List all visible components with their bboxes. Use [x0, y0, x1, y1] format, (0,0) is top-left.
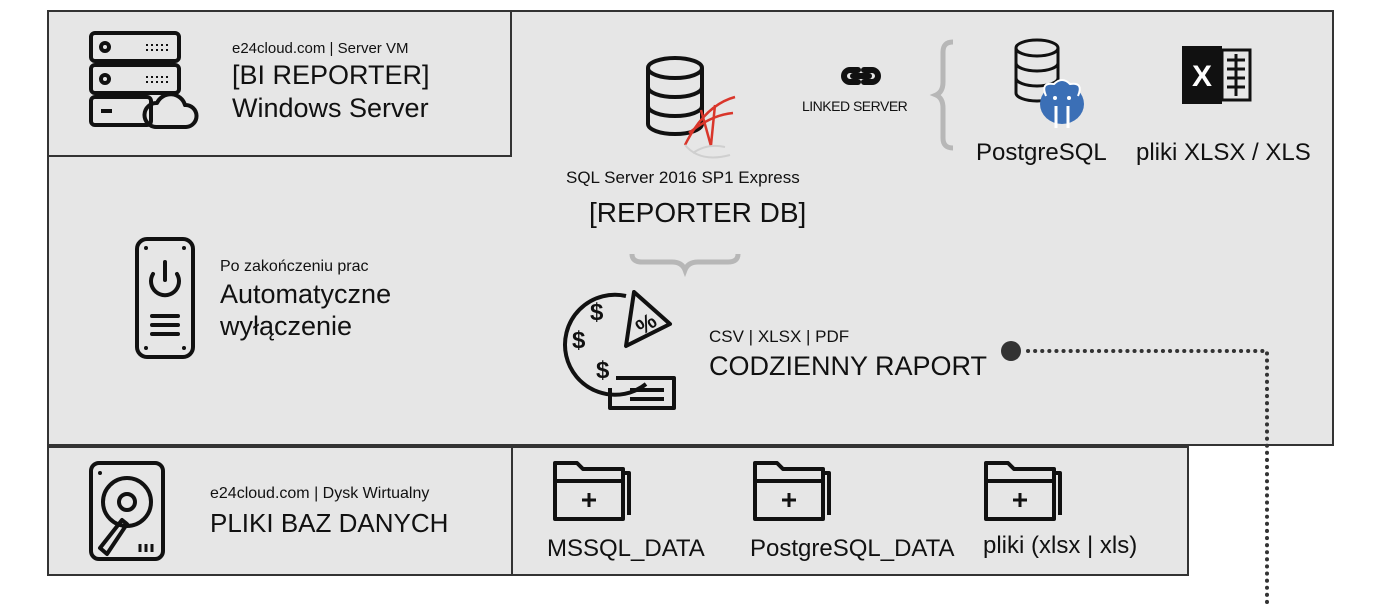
svg-text:$: $ [572, 327, 586, 354]
sql-server-subtitle: SQL Server 2016 SP1 Express [566, 168, 800, 187]
folder-label-mssql: MSSQL_DATA [547, 535, 705, 562]
folder-icon [753, 461, 831, 521]
sql-server-database-icon [646, 56, 736, 159]
shutdown-line1: Automatyczne [220, 279, 392, 309]
linked-sources-brace [929, 39, 954, 151]
report-formats: CSV | XLSX | PDF [709, 327, 850, 346]
report-title: CODZIENNY RAPORT [709, 351, 988, 381]
hard-drive-icon [89, 461, 165, 561]
linked-server-label: LINKED SERVER [802, 98, 908, 114]
postgresql-database-icon [1014, 38, 1084, 128]
virtual-disk-title: PLIKI BAZ DANYCH [210, 508, 449, 538]
folder-icon [553, 461, 631, 521]
virtual-disk-subtitle: e24cloud.com | Dysk Wirtualny [210, 485, 430, 502]
folder-label-postgresql: PostgreSQL_DATA [750, 535, 955, 562]
excel-icon: X [1182, 46, 1252, 104]
power-device-icon [135, 237, 195, 359]
link-icon [841, 67, 881, 85]
shutdown-subtitle: Po zakończeniu prac [220, 258, 369, 275]
sql-server-name: [REPORTER DB] [589, 197, 807, 228]
source-label-excel: pliki XLSX / XLS [1136, 139, 1311, 166]
server-vm-os: Windows Server [232, 93, 429, 123]
financial-report-icon: $ $ $ % [563, 290, 676, 410]
folder-label-files: pliki (xlsx | xls) [983, 532, 1138, 559]
svg-text:$: $ [596, 357, 610, 384]
svg-text:X: X [1192, 60, 1212, 93]
server-vm-subtitle: e24cloud.com | Server VM [232, 40, 409, 57]
server-vm-name: [BI REPORTER] [232, 60, 430, 90]
svg-text:$: $ [590, 299, 604, 326]
shutdown-line2: wyłączenie [220, 311, 353, 341]
report-source-brace [629, 253, 741, 278]
report-output-connector [1001, 341, 1269, 604]
source-label-postgresql: PostgreSQL [976, 139, 1107, 166]
folder-icon [984, 461, 1062, 521]
server-cloud-icon [89, 31, 199, 129]
